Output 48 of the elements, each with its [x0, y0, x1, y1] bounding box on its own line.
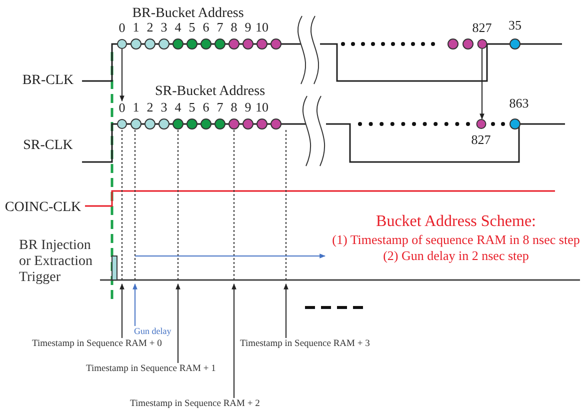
bucket-number: 1: [132, 100, 140, 116]
bucket-number: 4: [174, 20, 182, 36]
pointer-arrow: [120, 283, 124, 338]
bucket-number: 10: [256, 20, 268, 36]
bucket-number: 827: [472, 21, 492, 35]
timestamp-label: Timestamp in Sequence RAM + 2: [130, 398, 260, 411]
bucket-number: 8: [230, 100, 238, 116]
signal-label: BR Injection or Extraction Trigger: [19, 238, 94, 286]
bucket-number: 863: [509, 96, 529, 112]
signal-label: COINC-CLK: [4, 200, 82, 216]
timestamp-label: Timestamp in Sequence RAM + 1: [86, 363, 216, 376]
bucket-number: 2: [146, 100, 154, 116]
row-heading: SR-Bucket Address: [154, 84, 266, 100]
bucket-number: 4: [174, 100, 182, 116]
pointer-arrow: [176, 283, 180, 364]
bucket-number: 0: [118, 21, 126, 35]
bucket-number: 7: [216, 20, 224, 36]
bucket-number: 827: [471, 133, 491, 147]
arrow: [120, 48, 124, 102]
scheme-item: (2) Gun delay in 2 nsec step: [382, 248, 530, 264]
bucket-number: 9: [244, 100, 252, 116]
bucket-number: 2: [146, 20, 154, 36]
pointer-arrow: [232, 283, 236, 398]
pointer-arrow: [284, 283, 288, 338]
bucket-number: 6: [202, 20, 210, 36]
bucket-number: 3: [160, 20, 168, 36]
arrow: [480, 48, 484, 120]
bucket-number: 1: [132, 20, 140, 36]
scheme-heading: Bucket Address Scheme:: [375, 212, 537, 232]
pointer-arrow: [132, 283, 138, 326]
pointer-arrow: [134, 254, 326, 258]
timestamp-label: Timestamp in Sequence RAM + 3: [240, 338, 370, 351]
bucket-number: 3: [160, 100, 168, 116]
bucket-number: 6: [202, 100, 210, 116]
annotation-text: Gun delay: [134, 326, 172, 337]
row-heading: BR-Bucket Address: [132, 6, 244, 22]
scheme-item: (1) Timestamp of sequence RAM in 8 nsec step: [331, 232, 581, 248]
signal-label: SR-CLK: [23, 138, 73, 154]
bucket-number: 0: [118, 101, 126, 115]
bucket-number: 10: [256, 100, 268, 116]
bucket-number: 8: [230, 20, 238, 36]
timestamp-label: Timestamp in Sequence RAM + 0: [32, 338, 162, 351]
signal-label: BR-CLK: [22, 72, 74, 90]
bucket-number: 5: [188, 20, 196, 36]
bucket-number: 9: [244, 20, 252, 36]
bucket-number: 35: [508, 18, 522, 34]
bucket-number: 5: [188, 100, 196, 116]
bucket-number: 7: [216, 100, 224, 116]
